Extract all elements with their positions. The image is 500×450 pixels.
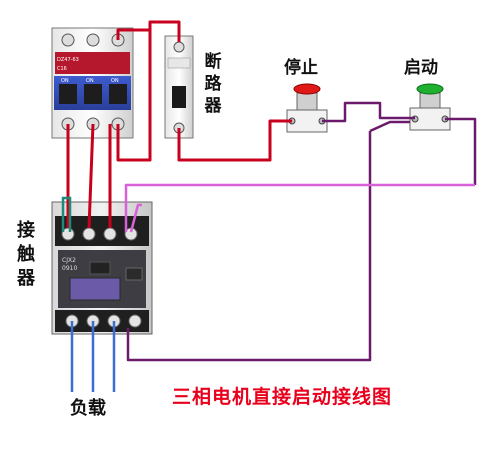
- breaker3-top-terminal-1: [61, 33, 75, 47]
- contactor-bottom-terminal-4: [128, 314, 142, 328]
- breaker3-rating-text: C16: [57, 66, 67, 72]
- breaker-label-char-1: 断: [204, 52, 222, 72]
- stop-button-cap: [293, 83, 321, 95]
- contactor-label-char-1: 接: [17, 220, 35, 241]
- start-return-wire: [369, 120, 410, 133]
- breaker3-switch-label-2: ON: [86, 78, 94, 84]
- coil-aux-wire: [129, 203, 142, 233]
- contactor: CJX2 0910: [51, 201, 153, 335]
- contactor-model-text: CJX2: [62, 257, 76, 264]
- start-button: [409, 83, 451, 131]
- breaker-label-char-3: 器: [204, 96, 222, 116]
- control-wires-purple: [126, 101, 477, 362]
- aux-wire-teal: [61, 196, 72, 232]
- coil-return-wire: [126, 131, 372, 362]
- stop-to-start-wire: [322, 101, 415, 123]
- control-wires-magenta: [124, 183, 475, 233]
- phase-wire-to-contactor-coil: [116, 22, 152, 162]
- contactor-code-text: 0910: [62, 265, 77, 272]
- breaker3-switch-label-3: ON: [111, 78, 119, 84]
- contactor-label: 接 触 器: [16, 222, 36, 293]
- breaker3-red-label: [55, 52, 130, 74]
- breaker-label-char-2: 路: [204, 74, 222, 94]
- single-breaker-handle: [172, 86, 186, 108]
- contactor-top-terminal-3: [103, 227, 117, 241]
- start-label: 启动: [404, 58, 438, 78]
- phase-wire-to-stop: [177, 119, 292, 162]
- load-label: 负载: [70, 398, 106, 419]
- phase-wire-L2: [87, 123, 95, 229]
- contactor-label-char-2: 触: [17, 244, 35, 265]
- coil-feed-wire: [124, 183, 475, 232]
- contactor-label-char-3: 器: [17, 268, 35, 289]
- breaker3-top-terminal-2: [86, 33, 100, 47]
- breaker3-model-text: DZ47-63: [57, 57, 79, 63]
- load-wires: [70, 321, 116, 392]
- contactor-top-terminal-2: [82, 227, 96, 241]
- breaker-label: 断 路 器: [203, 54, 223, 120]
- holding-contact-wire: [445, 117, 477, 185]
- single-pole-breaker: [164, 35, 194, 139]
- start-button-cap: [416, 83, 444, 95]
- contactor-window: [69, 277, 121, 301]
- three-pole-breaker: DZ47-63 C16 ON ON ON: [51, 27, 134, 139]
- breaker3-switch-label-1: ON: [61, 78, 69, 84]
- stop-button: [286, 83, 328, 133]
- diagram-title: 三相电机直接启动接线图: [172, 386, 393, 408]
- stop-label: 停止: [284, 58, 318, 78]
- phase-wires: [66, 20, 292, 229]
